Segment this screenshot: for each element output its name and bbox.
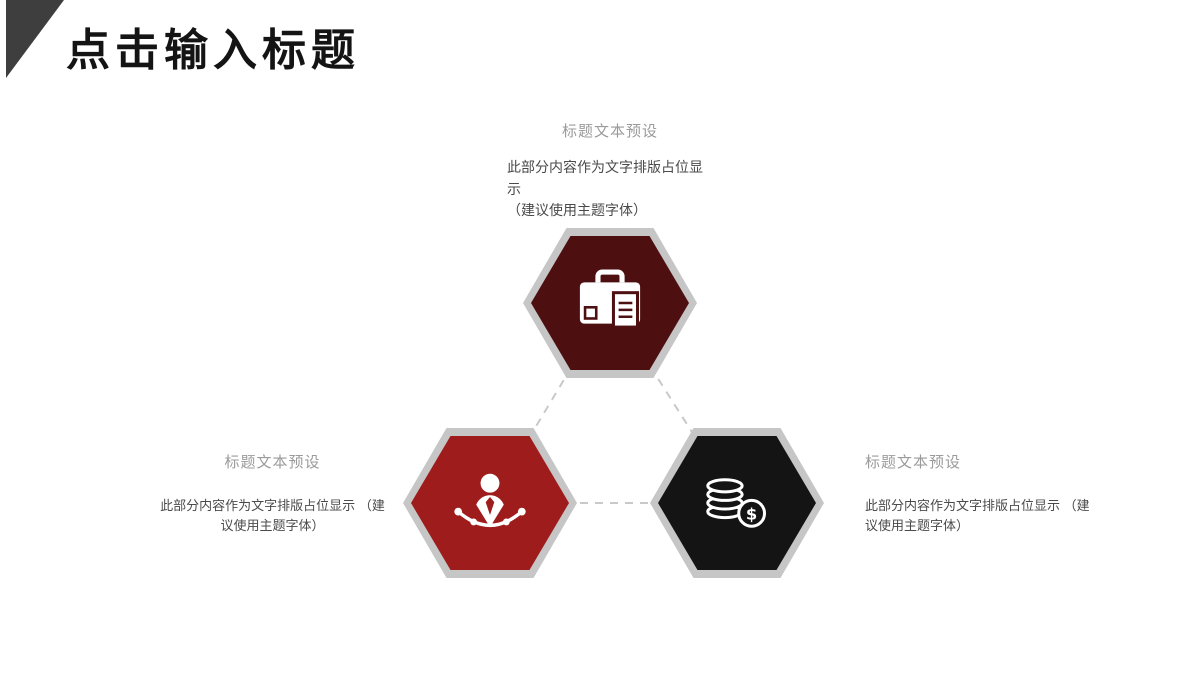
briefcase-document-icon bbox=[579, 269, 641, 329]
corner-triangle-decoration bbox=[6, 0, 64, 78]
body-text-top: 此部分内容作为文字排版占位显示 bbox=[507, 159, 703, 197]
slide-title: 点击输入标题 bbox=[66, 26, 360, 75]
text-block-top: 标题文本预设 此部分内容作为文字排版占位显示 （建议使用主题字体） bbox=[440, 120, 780, 222]
text-block-left: 标题文本预设 此部分内容作为文字排版占位显示 （建议使用主题字体） bbox=[160, 451, 385, 536]
block-heading-right: 标题文本预设 bbox=[865, 454, 962, 471]
hexagon-right-fill: $ bbox=[658, 436, 816, 570]
body-note-top: （建议使用主题字体） bbox=[507, 202, 647, 219]
body-text-right: 此部分内容作为文字排版占位显示 bbox=[865, 498, 1061, 513]
hexagon-top-fill bbox=[531, 236, 689, 370]
person-tie-network-icon bbox=[454, 473, 526, 528]
block-heading-top: 标题文本预设 bbox=[561, 123, 658, 140]
dollar-glyph: $ bbox=[746, 505, 757, 524]
hexagon-left-fill bbox=[411, 436, 569, 570]
block-heading-left: 标题文本预设 bbox=[224, 454, 321, 471]
text-block-right: 标题文本预设 此部分内容作为文字排版占位显示 （建议使用主题字体） bbox=[865, 451, 1090, 536]
hexagon-right: $ bbox=[650, 428, 824, 578]
hexagon-left bbox=[403, 428, 577, 578]
body-note-right: （建议使用主题字体） bbox=[865, 498, 1090, 534]
body-note-left: （建议使用主题字体） bbox=[220, 498, 385, 534]
block-body-left: 此部分内容作为文字排版占位显示 （建议使用主题字体） bbox=[160, 496, 385, 536]
body-text-left: 此部分内容作为文字排版占位显示 bbox=[160, 498, 356, 513]
coins-dollar-icon: $ bbox=[706, 478, 767, 528]
hexagon-top bbox=[523, 228, 697, 378]
block-body-right: 此部分内容作为文字排版占位显示 （建议使用主题字体） bbox=[865, 496, 1090, 536]
block-body-top: 此部分内容作为文字排版占位显示 （建议使用主题字体） bbox=[507, 157, 713, 222]
